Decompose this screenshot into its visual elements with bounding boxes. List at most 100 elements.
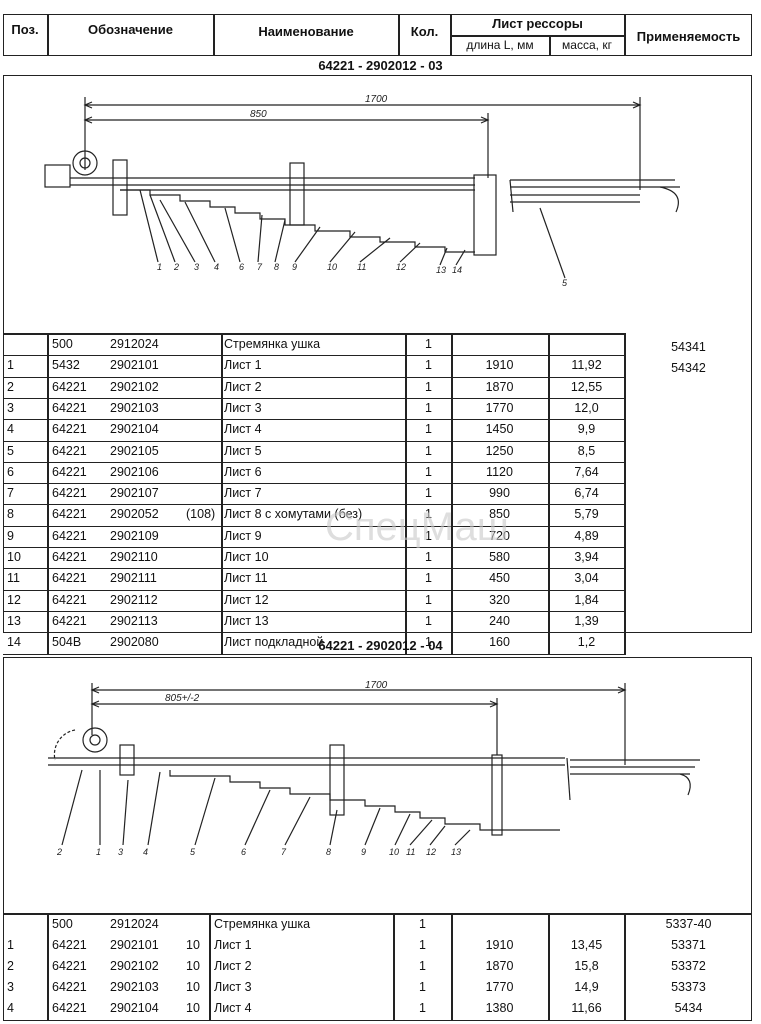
row-qty: 1 <box>425 528 432 543</box>
row-code: 64221 <box>52 592 87 607</box>
row-part: 2912024 <box>110 917 159 931</box>
row-length: 580 <box>489 550 510 564</box>
row-suffix: 10 <box>186 1001 200 1015</box>
row-pos: 14 <box>7 635 21 650</box>
row-name: Лист 10 <box>224 550 269 564</box>
row-mass: 11,66 <box>571 1001 602 1015</box>
row-length: 1250 <box>485 443 514 458</box>
row-mass: 9,9 <box>577 422 596 437</box>
row-mass: 1,84 <box>574 592 599 607</box>
row-part: 2912024 <box>110 337 159 351</box>
row-mass: 14,9 <box>574 980 599 994</box>
row-length: 850 <box>489 507 510 522</box>
row-suffix: 10 <box>186 959 200 973</box>
row-qty: 1 <box>425 379 432 394</box>
header-length: длина L, мм <box>466 38 534 52</box>
row-qty: 1 <box>425 550 432 564</box>
row-code: 64221 <box>52 443 87 458</box>
row-code: 500 <box>52 337 73 351</box>
row-mass: 3,94 <box>574 550 599 564</box>
row-part: 2902112 <box>110 592 158 607</box>
row-length: 160 <box>489 635 510 650</box>
row-name: Лист 4 <box>214 1001 252 1015</box>
row-length: 1770 <box>485 980 514 994</box>
row-usage: 5434 <box>674 1001 703 1015</box>
row-part: 2902109 <box>110 528 159 543</box>
row-name: Лист 1 <box>224 358 262 373</box>
header-pos: Поз. <box>11 22 39 37</box>
row-part: 2902052 <box>110 507 159 522</box>
header-sheet-group: Лист рессоры <box>492 16 583 31</box>
row-mass: 13,45 <box>570 938 603 952</box>
section1-usage: 54341 <box>671 340 706 354</box>
row-code: 500 <box>52 917 73 931</box>
row-length: 240 <box>489 613 510 628</box>
row-length: 1870 <box>485 379 514 394</box>
row-mass: 6,74 <box>574 486 599 501</box>
row-pos: 4 <box>7 422 14 437</box>
row-part: 2902103 <box>110 980 159 994</box>
row-mass: 8,5 <box>577 443 596 458</box>
section2-title: 64221 - 2902012 - 04 <box>318 638 443 653</box>
row-qty: 1 <box>425 635 432 650</box>
row-name: Лист 3 <box>214 980 252 994</box>
row-pos: 2 <box>7 959 14 973</box>
row-name: Лист 8 с хомутами (без) <box>224 507 363 522</box>
row-code: 64221 <box>52 550 87 564</box>
row-code: 64221 <box>52 464 87 479</box>
row-qty: 1 <box>425 613 432 628</box>
row-mass: 15,8 <box>574 959 599 973</box>
row-mass: 12,0 <box>574 400 599 415</box>
row-suffix: 10 <box>186 938 200 952</box>
row-qty: 1 <box>419 917 426 931</box>
row-name: Лист 2 <box>224 379 262 394</box>
watermark: СпецМаш <box>325 505 509 549</box>
row-code: 5432 <box>52 358 80 373</box>
row-length: 1910 <box>485 358 514 373</box>
row-qty: 1 <box>425 400 432 415</box>
header-table <box>3 14 752 56</box>
header-mass: масса, кг <box>562 38 612 52</box>
row-length: 1380 <box>485 1001 514 1015</box>
row-name: Лист 4 <box>224 422 262 437</box>
row-code: 64221 <box>52 422 87 437</box>
row-name: Лист 13 <box>224 613 269 628</box>
row-pos: 1 <box>7 938 14 952</box>
row-length: 320 <box>489 592 510 607</box>
row-part: 2902105 <box>110 443 159 458</box>
row-qty: 1 <box>425 592 432 607</box>
row-pos: 6 <box>7 464 14 479</box>
row-code: 64221 <box>52 486 87 501</box>
row-qty: 1 <box>419 980 426 994</box>
row-qty: 1 <box>425 422 432 437</box>
row-usage: 5337-40 <box>665 917 712 931</box>
row-pos: 2 <box>7 379 14 394</box>
row-part: 2902080 <box>110 635 159 650</box>
row-code: 64221 <box>52 1001 87 1015</box>
row-code: 64221 <box>52 613 87 628</box>
row-name: Лист 2 <box>214 959 252 973</box>
row-mass: 1,39 <box>574 613 599 628</box>
section1-title: 64221 - 2902012 - 03 <box>318 58 443 73</box>
row-code: 64221 <box>52 507 87 522</box>
header-qty: Кол. <box>410 24 439 39</box>
row-code: 64221 <box>52 528 87 543</box>
row-pos: 4 <box>7 1001 14 1015</box>
row-pos: 7 <box>7 486 14 501</box>
row-code: 504В <box>52 635 82 650</box>
row-pos: 12 <box>7 592 21 607</box>
section1-usage: 54342 <box>671 361 706 375</box>
row-part: 2902102 <box>110 379 159 394</box>
row-pos: 1 <box>7 358 14 373</box>
row-length: 1870 <box>485 959 514 973</box>
row-mass: 7,64 <box>574 464 599 479</box>
row-mass: 5,79 <box>574 507 599 522</box>
row-mass: 11,92 <box>571 358 602 373</box>
row-qty: 1 <box>425 571 432 586</box>
row-part: 2902103 <box>110 400 159 415</box>
row-pos: 5 <box>7 443 14 458</box>
row-length: 450 <box>489 571 510 586</box>
header-designation: Обозначение <box>88 22 173 37</box>
row-part: 2902113 <box>110 613 158 628</box>
header-name: Наименование <box>258 24 354 39</box>
